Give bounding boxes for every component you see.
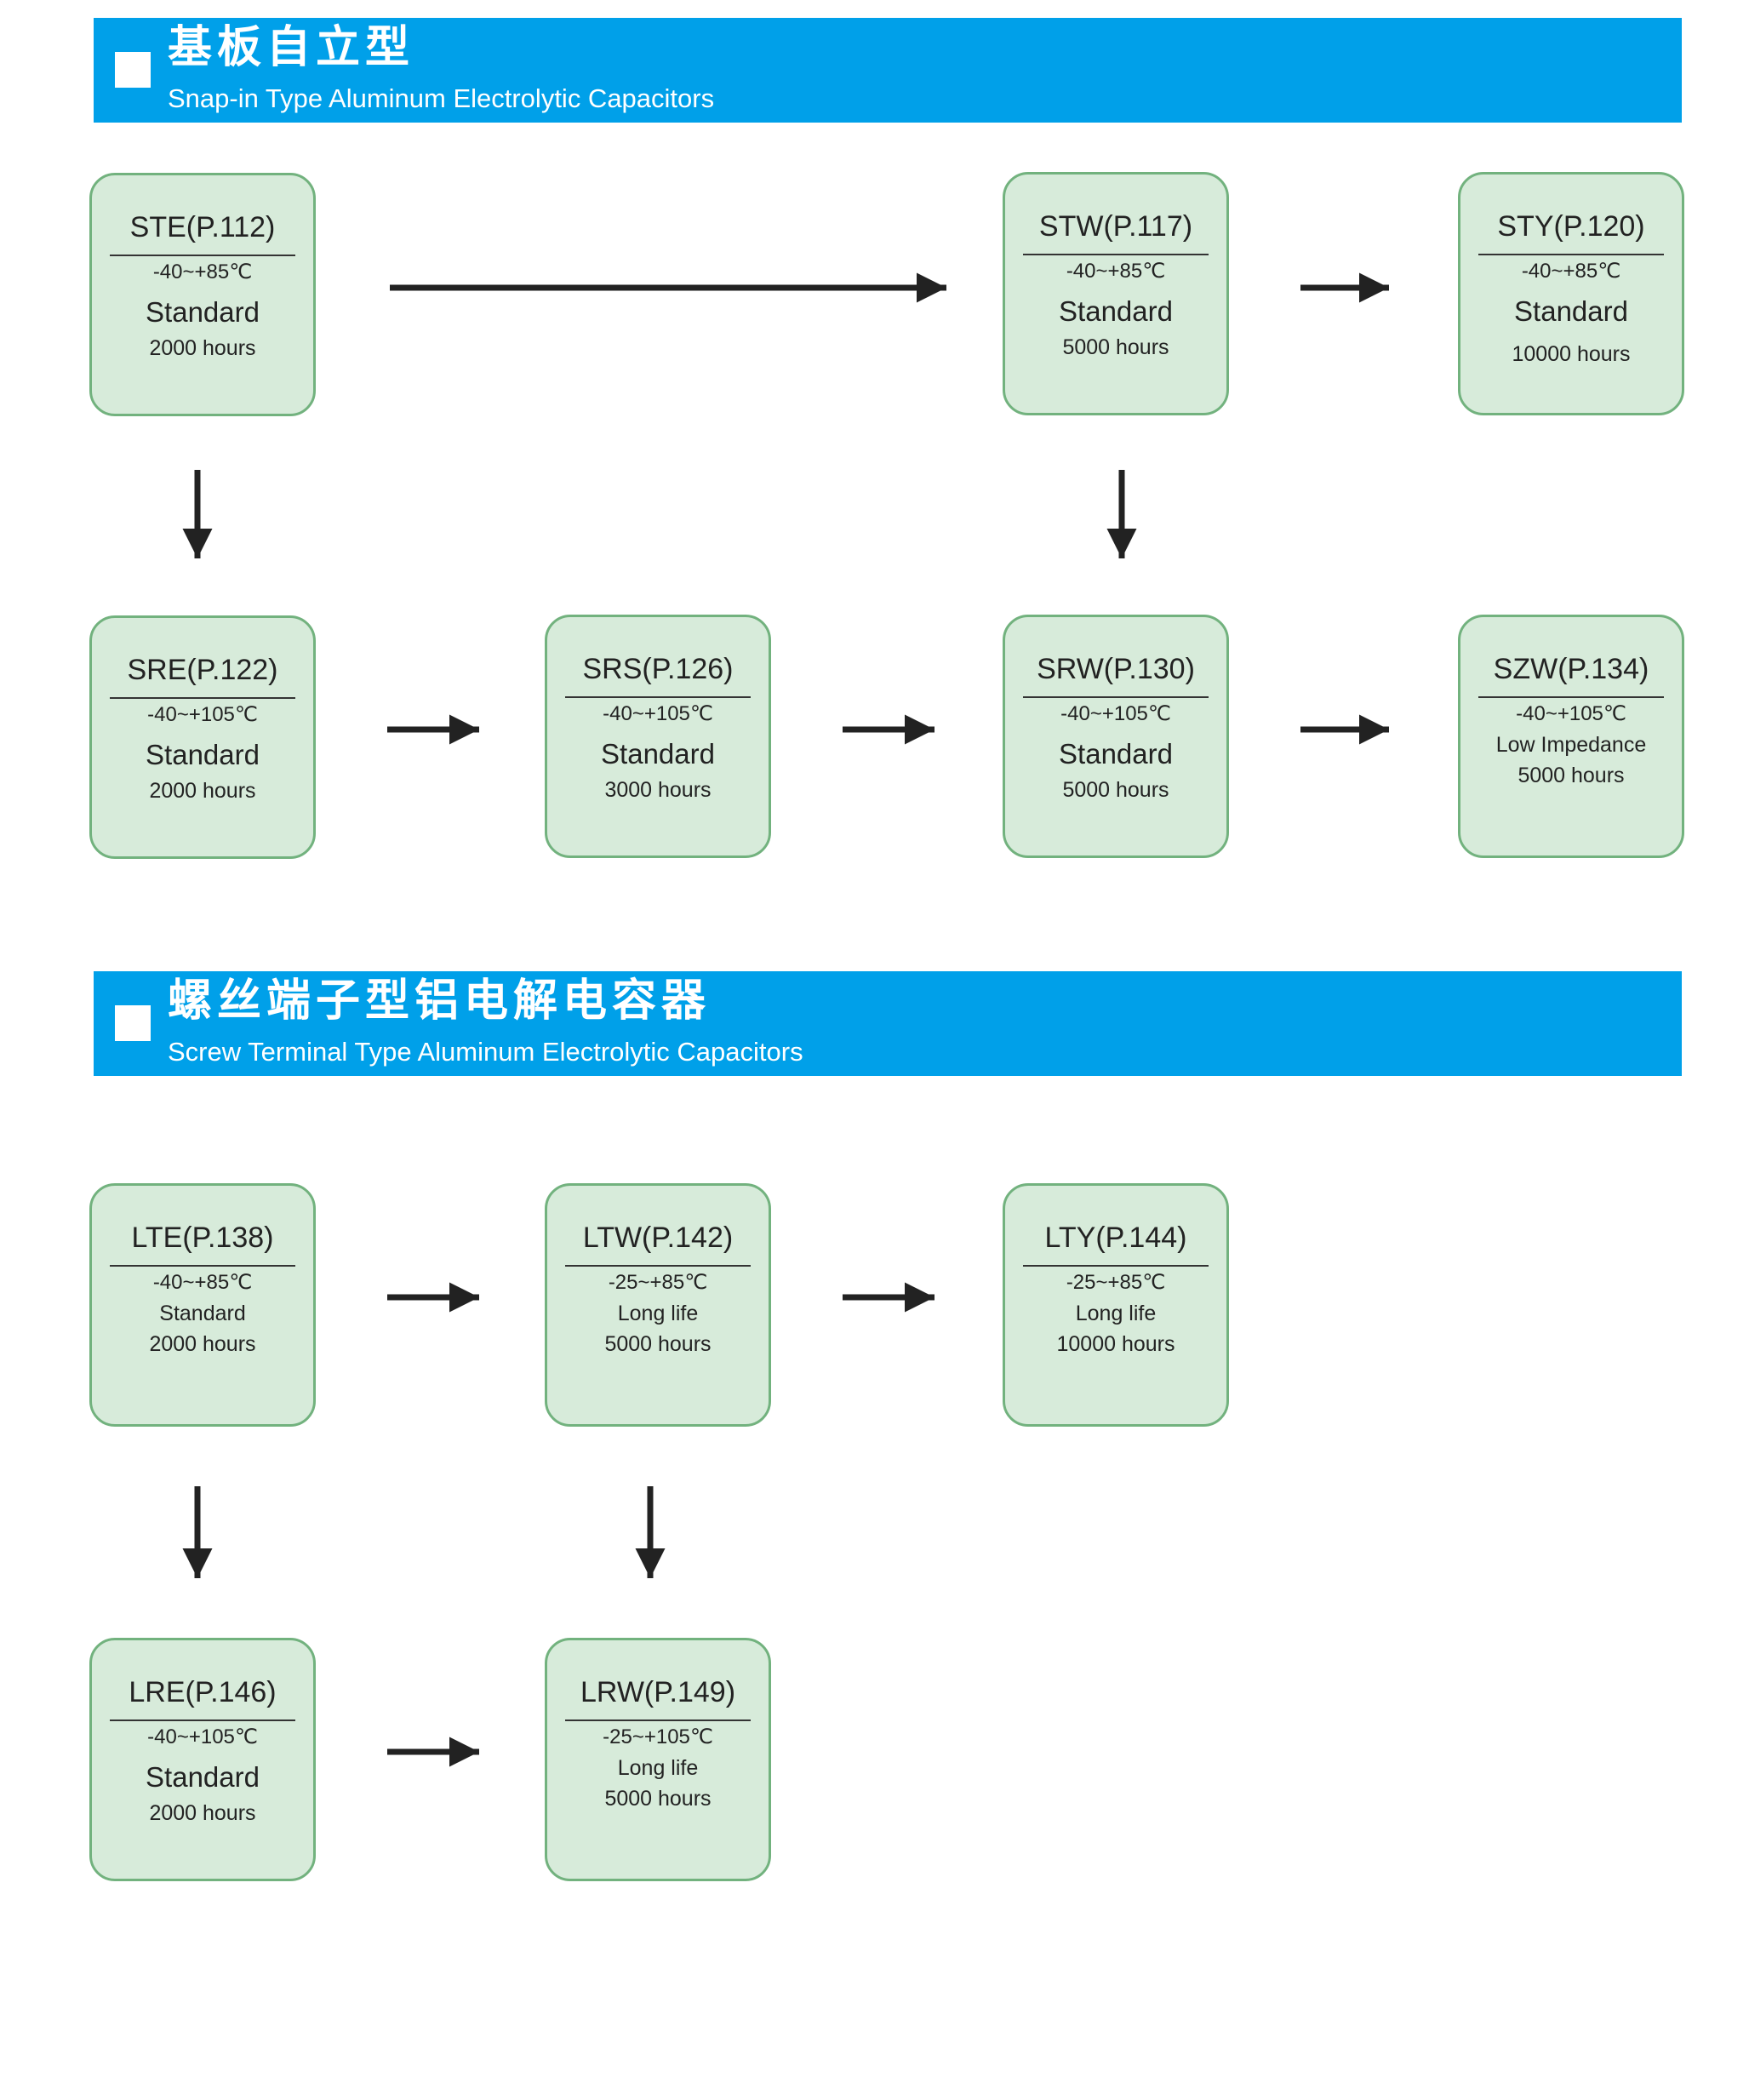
node-temperature: -40~+105℃ — [147, 1725, 258, 1748]
series-node-ste: STE(P.112) -40~+85℃ Standard 2000 hours — [89, 173, 316, 416]
series-node-sty: STY(P.120) -40~+85℃ Standard 10000 hours — [1458, 172, 1684, 415]
node-life: 5000 hours — [1518, 764, 1625, 787]
section-title-en: Screw Terminal Type Aluminum Electrolyti… — [168, 1037, 803, 1067]
node-life: 2000 hours — [149, 779, 256, 803]
node-life: 5000 hours — [1062, 778, 1169, 802]
node-code: STE(P.112) — [129, 211, 276, 243]
node-divider — [110, 1265, 295, 1267]
series-node-sre: SRE(P.122) -40~+105℃ Standard 2000 hours — [89, 615, 316, 859]
node-divider — [1478, 254, 1664, 255]
node-code: SRE(P.122) — [127, 654, 278, 686]
section-banner-snap-in: 基板自立型 Snap-in Type Aluminum Electrolytic… — [94, 18, 1682, 123]
series-node-lty: LTY(P.144) -25~+85℃ Long life 10000 hour… — [1003, 1183, 1229, 1427]
node-code: STW(P.117) — [1038, 210, 1193, 243]
node-life: 10000 hours — [1056, 1332, 1175, 1356]
node-divider — [1023, 254, 1209, 255]
section-title-cn: 螺丝端子型铝电解电容器 — [168, 976, 712, 1027]
square-bullet-icon — [115, 52, 151, 88]
series-node-srw: SRW(P.130) -40~+105℃ Standard 5000 hours — [1003, 615, 1229, 858]
node-temperature: -40~+105℃ — [147, 703, 258, 726]
node-life: 2000 hours — [149, 1801, 256, 1825]
node-life: 5000 hours — [1062, 335, 1169, 359]
node-type: Long life — [617, 1756, 699, 1780]
node-life: 2000 hours — [149, 1332, 256, 1356]
node-temperature: -40~+85℃ — [1521, 260, 1621, 283]
node-code: LTE(P.138) — [131, 1222, 274, 1254]
node-temperature: -40~+105℃ — [1516, 702, 1626, 725]
node-code: LTY(P.144) — [1044, 1222, 1187, 1254]
series-node-srs: SRS(P.126) -40~+105℃ Standard 3000 hours — [545, 615, 771, 858]
series-node-lrw: LRW(P.149) -25~+105℃ Long life 5000 hour… — [545, 1638, 771, 1881]
section-title-cn: 基板自立型 — [168, 22, 415, 73]
node-type: Standard — [601, 738, 715, 770]
node-temperature: -40~+105℃ — [1060, 702, 1171, 725]
node-life: 5000 hours — [604, 1332, 712, 1356]
series-node-lre: LRE(P.146) -40~+105℃ Standard 2000 hours — [89, 1638, 316, 1881]
node-type: Standard — [1514, 295, 1628, 327]
node-life: 10000 hours — [1512, 342, 1631, 366]
node-divider — [1478, 696, 1664, 698]
node-temperature: -40~+85℃ — [1066, 260, 1166, 283]
node-code: LRE(P.146) — [129, 1676, 277, 1708]
node-life: 3000 hours — [604, 778, 712, 802]
node-code: STY(P.120) — [1497, 210, 1645, 243]
node-life: 2000 hours — [149, 336, 256, 360]
section-title-en: Snap-in Type Aluminum Electrolytic Capac… — [168, 83, 715, 113]
node-code: SRW(P.130) — [1037, 653, 1195, 685]
node-type: Standard — [146, 296, 260, 328]
node-divider — [1023, 696, 1209, 698]
node-temperature: -40~+85℃ — [152, 1271, 253, 1294]
series-node-ltw: LTW(P.142) -25~+85℃ Long life 5000 hours — [545, 1183, 771, 1427]
node-code: LTW(P.142) — [582, 1222, 734, 1254]
series-node-lte: LTE(P.138) -40~+85℃ Standard 2000 hours — [89, 1183, 316, 1427]
node-type: Long life — [1075, 1302, 1157, 1325]
node-divider — [110, 255, 295, 256]
node-type: Standard — [146, 1761, 260, 1793]
node-type: Standard — [1059, 295, 1173, 327]
node-temperature: -25~+85℃ — [608, 1271, 708, 1294]
series-node-szw: SZW(P.134) -40~+105℃ Low Impedance 5000 … — [1458, 615, 1684, 858]
node-code: LRW(P.149) — [580, 1676, 736, 1708]
section-banner-screw-terminal: 螺丝端子型铝电解电容器 Screw Terminal Type Aluminum… — [94, 971, 1682, 1076]
node-type: Standard — [1059, 738, 1173, 770]
node-code: SZW(P.134) — [1493, 653, 1649, 685]
node-divider — [565, 1719, 751, 1721]
node-temperature: -25~+85℃ — [1066, 1271, 1166, 1294]
node-code: SRS(P.126) — [582, 653, 734, 685]
square-bullet-icon — [115, 1005, 151, 1041]
series-node-stw: STW(P.117) -40~+85℃ Standard 5000 hours — [1003, 172, 1229, 415]
node-temperature: -40~+105℃ — [603, 702, 713, 725]
node-life: 5000 hours — [604, 1787, 712, 1811]
node-divider — [110, 1719, 295, 1721]
node-type: Low Impedance — [1495, 733, 1647, 757]
node-temperature: -25~+105℃ — [603, 1725, 713, 1748]
node-type: Long life — [617, 1302, 699, 1325]
node-type: Standard — [159, 1302, 246, 1325]
node-divider — [565, 1265, 751, 1267]
node-divider — [565, 696, 751, 698]
node-temperature: -40~+85℃ — [152, 260, 253, 283]
node-divider — [110, 697, 295, 699]
node-divider — [1023, 1265, 1209, 1267]
node-type: Standard — [146, 739, 260, 770]
